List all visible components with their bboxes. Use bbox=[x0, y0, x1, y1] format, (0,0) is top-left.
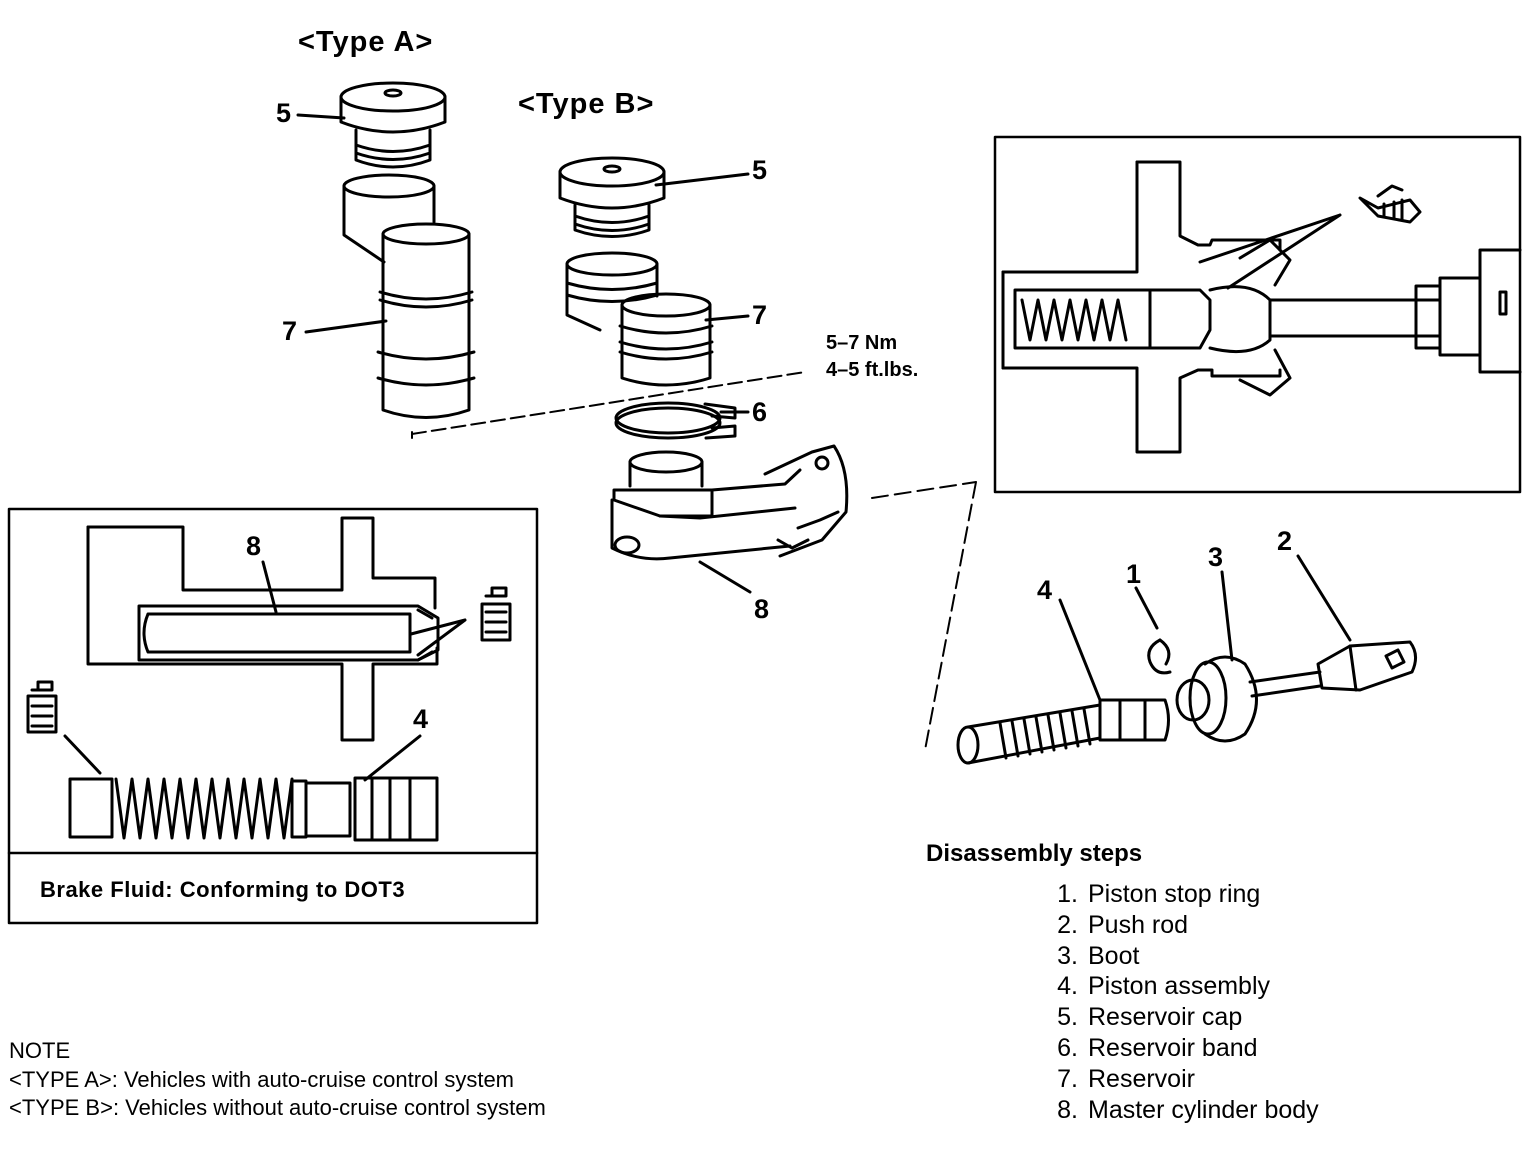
type-b-reservoir-band bbox=[614, 401, 737, 440]
step-label: Piston stop ring bbox=[1088, 880, 1261, 908]
step-label: Boot bbox=[1088, 941, 1140, 970]
step-label: Push rod bbox=[1088, 910, 1189, 939]
note-type-b: <TYPE B>: Vehicles without auto-cruise c… bbox=[9, 1095, 546, 1120]
brake-fluid-caption: Brake Fluid: Conforming to DOT3 bbox=[40, 877, 406, 902]
step-number: 4. bbox=[1057, 972, 1078, 1001]
inset-piston-spring bbox=[68, 776, 439, 842]
callout-inset-8: 8 bbox=[246, 531, 262, 561]
step-number: 3. bbox=[1057, 941, 1078, 970]
callout-a7: 7 bbox=[282, 316, 298, 346]
note-heading: NOTE bbox=[9, 1038, 71, 1063]
disassembly-step: 6. Reservoir band bbox=[1042, 1034, 1258, 1062]
torque-ftlbs: 4–5 ft.lbs. bbox=[826, 359, 919, 381]
note-type-a: <TYPE A>: Vehicles with auto-cruise cont… bbox=[9, 1067, 515, 1092]
step-label: Piston assembly bbox=[1088, 972, 1271, 1001]
callout-exp-4: 4 bbox=[1037, 575, 1053, 605]
disassembly-steps-title: Disassembly steps bbox=[926, 840, 1143, 867]
step-number: 5. bbox=[1057, 1003, 1078, 1032]
step-label: Reservoir band bbox=[1088, 1034, 1258, 1062]
callout-exp-1: 1 bbox=[1126, 559, 1142, 589]
brake-fluid-bottle-icon bbox=[480, 586, 512, 642]
torque-nm: 5–7 Nm bbox=[826, 332, 898, 354]
callout-exp-2: 2 bbox=[1277, 526, 1293, 556]
callout-b7: 7 bbox=[752, 300, 768, 330]
type-b-label: <Type B> bbox=[518, 88, 655, 120]
inset-frame-left bbox=[7, 507, 539, 925]
disassembly-step: 2. Push rod bbox=[1042, 910, 1189, 939]
inset-section-view bbox=[1001, 160, 1522, 454]
callout-exp-3: 3 bbox=[1208, 542, 1224, 572]
disassembly-step: 1. Piston stop ring bbox=[1042, 882, 1260, 907]
disassembly-step: 7. Reservoir bbox=[1042, 1064, 1195, 1093]
step-label: Master cylinder body bbox=[1088, 1095, 1319, 1124]
type-a-reservoir bbox=[342, 173, 476, 419]
step-label: Reservoir cap bbox=[1088, 1003, 1243, 1032]
callout-b8: 8 bbox=[754, 594, 770, 624]
type-a-reservoir-cap bbox=[339, 81, 447, 169]
type-a-label: <Type A> bbox=[298, 26, 434, 58]
disassembly-step: 8. Master cylinder body bbox=[1042, 1095, 1319, 1124]
step-number: 6. bbox=[1057, 1034, 1078, 1062]
callout-b5: 5 bbox=[752, 155, 768, 185]
disassembly-step: 5. Reservoir cap bbox=[1042, 1005, 1242, 1030]
disassembly-step: 4. Piston assembly bbox=[1042, 974, 1270, 999]
exploded-push-rod bbox=[1316, 640, 1417, 692]
type-b-reservoir bbox=[565, 251, 714, 387]
step-number: 7. bbox=[1057, 1064, 1078, 1093]
type-b-reservoir-cap bbox=[558, 156, 666, 238]
exploded-piston-assembly bbox=[956, 698, 1170, 765]
callout-inset-4: 4 bbox=[413, 704, 429, 734]
step-label: Reservoir bbox=[1088, 1064, 1195, 1093]
exploded-boot bbox=[1175, 655, 1322, 743]
grease-tube-icon bbox=[1358, 184, 1422, 224]
exploded-stop-ring bbox=[1147, 638, 1172, 675]
disassembly-step: 3. Boot bbox=[1042, 941, 1140, 970]
step-number: 2. bbox=[1057, 910, 1078, 939]
callout-a5: 5 bbox=[276, 98, 292, 128]
inset-cylinder-section bbox=[86, 516, 440, 742]
step-number: 8. bbox=[1057, 1095, 1078, 1124]
step-number: 1. bbox=[1057, 880, 1078, 908]
callout-b6: 6 bbox=[752, 397, 768, 427]
master-cylinder-body bbox=[610, 444, 849, 561]
inset-frame-right bbox=[993, 135, 1522, 494]
brake-fluid-bottle-icon bbox=[26, 680, 58, 734]
